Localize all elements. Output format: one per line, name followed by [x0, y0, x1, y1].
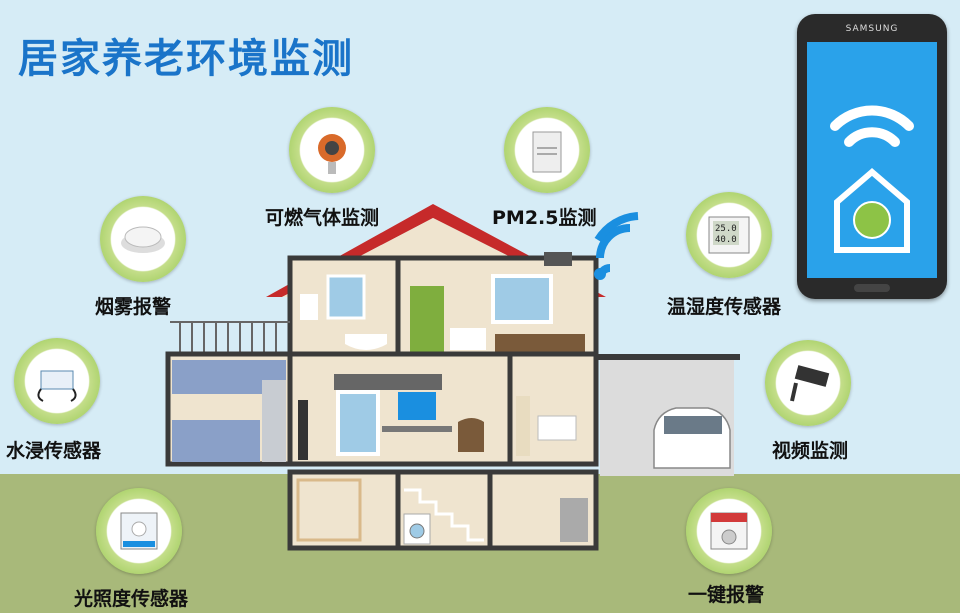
temp-readout: 25.0 [715, 224, 737, 234]
home-button[interactable] [854, 284, 890, 292]
smoke-detector-badge [100, 196, 186, 282]
cctv-camera-icon [790, 365, 830, 402]
temp-humidity-badge: 25.0 40.0 [686, 192, 772, 278]
label-pm25: PM2.5监测 [492, 207, 597, 229]
label-video: 视频监测 [772, 440, 849, 462]
home-wifi-icon [830, 105, 914, 253]
water-sensor-icon [37, 370, 77, 402]
pm25-sensor-badge [504, 107, 590, 193]
page-title: 居家养老环境监测 [18, 36, 354, 82]
label-temp-humidity: 温湿度传感器 [667, 296, 782, 318]
label-gas: 可燃气体监测 [265, 207, 380, 229]
water-sensor-badge [14, 338, 100, 424]
label-light: 光照度传感器 [74, 588, 189, 610]
smartphone: SAMSUNG [797, 14, 947, 299]
pm25-sensor-icon [532, 131, 562, 173]
panic-button-icon [710, 512, 748, 550]
humidity-readout: 40.0 [715, 235, 737, 245]
thermometer-display-icon: 25.0 40.0 [708, 216, 750, 254]
label-water: 水浸传感器 [6, 440, 102, 462]
phone-screen [807, 42, 937, 278]
smoke-detector-icon [121, 226, 165, 253]
light-sensor-badge [96, 488, 182, 574]
gas-detector-badge [289, 107, 375, 193]
label-panic: 一键报警 [688, 584, 765, 606]
light-sensor-icon [120, 512, 158, 550]
label-smoke: 烟雾报警 [95, 296, 172, 318]
wifi-icon [594, 212, 639, 280]
gas-detector-icon [318, 134, 346, 174]
phone-brand: SAMSUNG [845, 24, 899, 34]
cctv-badge [765, 340, 851, 426]
panic-button-badge [686, 488, 772, 574]
